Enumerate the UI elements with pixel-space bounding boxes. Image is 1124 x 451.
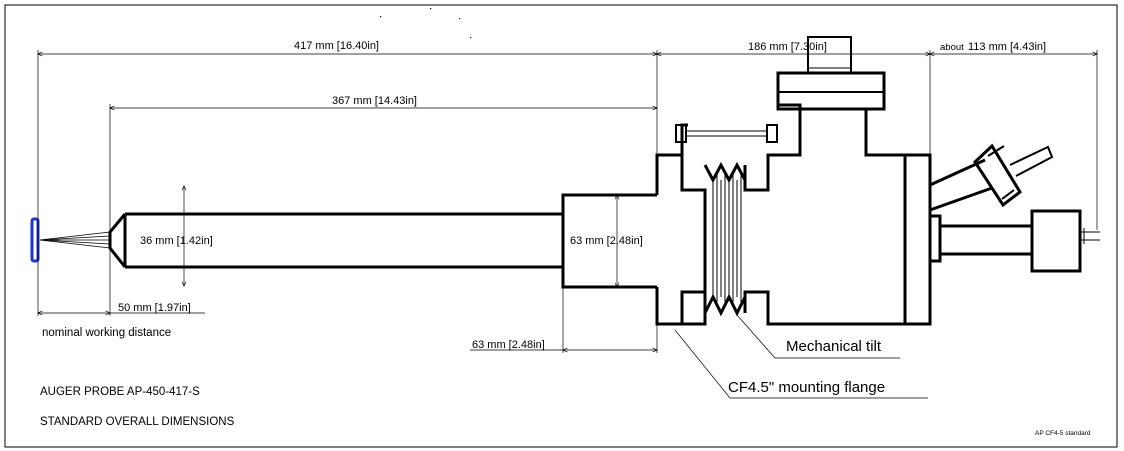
dim-rear-text: 113 mm [4.43in] bbox=[968, 41, 1046, 53]
mounting-flange-outline bbox=[655, 123, 707, 326]
angled-port bbox=[929, 143, 1054, 212]
title-product: AUGER PROBE AP-450-417-S bbox=[40, 386, 200, 398]
mounting-flange-upper bbox=[680, 155, 705, 192]
probe-tip bbox=[39, 231, 111, 249]
title-subtitle: STANDARD OVERALL DIMENSIONS bbox=[40, 416, 235, 428]
probe-tube bbox=[108, 212, 563, 269]
dim-flange-section-text: 63 mm [2.48in] bbox=[472, 339, 545, 351]
rear-plate bbox=[903, 153, 932, 326]
dim-body-text: 367 mm [14.43in] bbox=[332, 95, 417, 107]
drawing-border bbox=[4, 4, 1118, 448]
dim-rear-prefix: about bbox=[940, 42, 964, 53]
drawing-reference: AP CF4-5 standard bbox=[1035, 430, 1091, 437]
extension-lines bbox=[37, 50, 1098, 353]
leader-mounting-flange bbox=[674, 329, 928, 399]
tilt-rod bbox=[675, 124, 778, 143]
mechanical-tilt-label: Mechanical tilt bbox=[786, 338, 882, 355]
dim-overall-text: 417 mm [16.40in] bbox=[294, 40, 379, 52]
stray-marks bbox=[380, 8, 472, 39]
bellows bbox=[703, 103, 932, 326]
sample-plate bbox=[30, 217, 40, 263]
working-distance-caption: nominal working distance bbox=[42, 327, 171, 339]
dim-tilt-section-text: 186 mm [7.30in] bbox=[748, 41, 827, 53]
mounting-flange-label: CF4.5" mounting flange bbox=[728, 379, 885, 396]
mounting-flange-lower bbox=[682, 292, 707, 326]
leader-mechanical-tilt bbox=[736, 314, 900, 359]
dim-working-distance-text: 50 mm [1.97in] bbox=[118, 302, 191, 314]
dim-flange-diameter-text: 63 mm [2.48in] bbox=[570, 235, 643, 247]
rear-connector bbox=[928, 209, 1100, 273]
dim-tube-diameter-text: 36 mm [1.42in] bbox=[140, 235, 213, 247]
